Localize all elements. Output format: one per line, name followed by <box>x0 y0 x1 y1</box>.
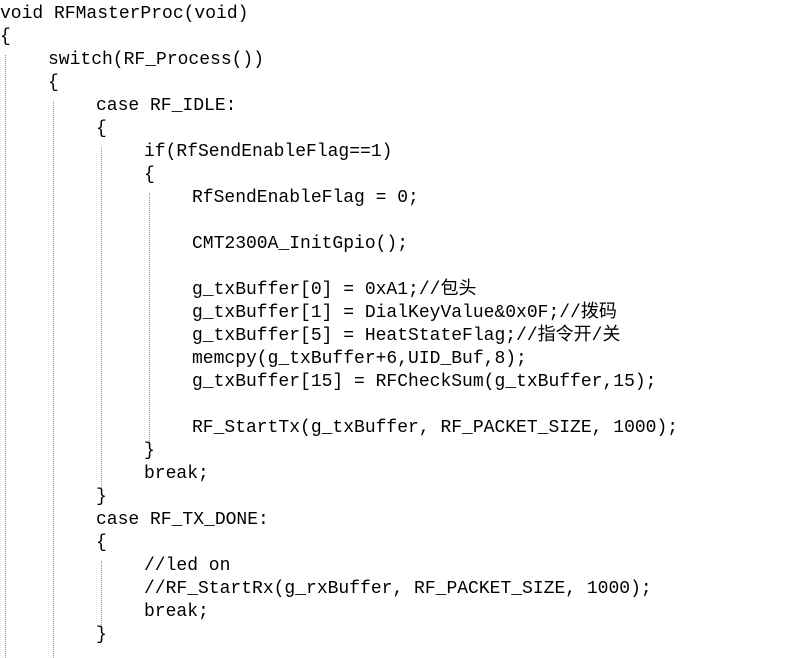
code-line: { <box>96 533 107 553</box>
code-line: g_txBuffer[0] = 0xA1;//包头 <box>192 280 477 300</box>
code-line: } <box>96 625 107 645</box>
code-line: { <box>144 165 155 185</box>
code-line: case RF_IDLE: <box>96 96 237 116</box>
code-editor[interactable]: void RFMasterProc(void) { switch(RF_Proces… <box>0 3 805 658</box>
code-line: { <box>96 119 107 139</box>
indent-guide <box>101 147 102 490</box>
code-line: g_txBuffer[15] = RFCheckSum(g_txBuffer,1… <box>192 372 657 392</box>
code-line: void RFMasterProc(void) <box>0 4 249 24</box>
code-line: } <box>96 487 107 507</box>
code-line: g_txBuffer[1] = DialKeyValue&0x0F;//拨码 <box>192 303 617 323</box>
code-line: CMT2300A_InitGpio(); <box>192 234 409 254</box>
code-line: } <box>144 441 155 461</box>
code-line: //led on <box>144 556 231 576</box>
code-line: RF_StartTx(g_txBuffer, RF_PACKET_SIZE, 1… <box>192 418 679 438</box>
code-line: memcpy(g_txBuffer+6,UID_Buf,8); <box>192 349 527 369</box>
code-line: { <box>0 27 11 47</box>
code-line: if(RfSendEnableFlag==1) <box>144 142 393 162</box>
code-line: { <box>48 73 59 93</box>
code-line: break; <box>144 464 209 484</box>
code-line: RfSendEnableFlag = 0; <box>192 188 419 208</box>
code-line: g_txBuffer[5] = HeatStateFlag;//指令开/关 <box>192 326 621 346</box>
code-line: //RF_StartRx(g_rxBuffer, RF_PACKET_SIZE,… <box>144 579 652 599</box>
indent-guide <box>101 561 102 633</box>
indent-guide <box>5 55 6 658</box>
code-line: case RF_TX_DONE: <box>96 510 269 530</box>
code-line: switch(RF_Process()) <box>48 50 265 70</box>
indent-guide <box>53 101 54 658</box>
code-line: break; <box>144 602 209 622</box>
indent-guide <box>149 193 150 443</box>
